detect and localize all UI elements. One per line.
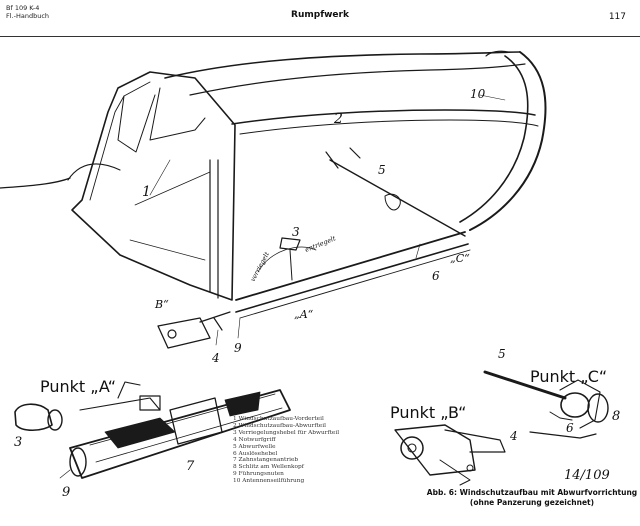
- point-a-marker: „A“: [294, 308, 314, 321]
- rear-bow-inner: [459, 55, 529, 223]
- point-c-marker: „C“: [450, 252, 470, 265]
- legend-item: 6 Auslösehebel: [233, 450, 278, 457]
- page-title: Rumpfwerk: [291, 10, 349, 20]
- point-b-bracket: [157, 317, 211, 349]
- callout-1: 1: [142, 184, 151, 200]
- detail-b-hub: [407, 443, 417, 453]
- fuselage-outline: [0, 177, 71, 189]
- canopy-side-rail: [231, 109, 536, 125]
- label-verriegelt: verriegelt: [249, 250, 271, 283]
- caption-line-1: Abb. 6: Windschutzaufbau mit Abwurfvorri…: [426, 488, 638, 497]
- legend-item: 1 Windschutzaufbau-Vorderteil: [233, 416, 324, 422]
- front-pane-right: [149, 87, 206, 141]
- front-pane-lower: [129, 171, 211, 261]
- legend-item: 10 Antennenseilführung: [233, 478, 305, 485]
- detail-c-callout-5: 5: [498, 347, 506, 361]
- callout-10: 10: [470, 87, 486, 101]
- document-code: Bf 109 K-4 Fl.-Handbuch: [6, 4, 49, 20]
- figure-number: 14/109: [564, 468, 610, 483]
- legend-item: 4 Notwurfgriff: [233, 436, 276, 443]
- leader-lines: [215, 94, 506, 346]
- detail-c-head: [587, 393, 609, 423]
- callout-4: 4: [211, 351, 220, 365]
- detail-b-lever: [439, 459, 471, 486]
- document-manual-line: Fl.-Handbuch: [6, 12, 50, 20]
- callout-6: 6: [432, 269, 440, 283]
- detail-a-callout-9: 9: [62, 485, 70, 500]
- detail-a-cylinder: [14, 403, 53, 432]
- detail-a-rail-end: [69, 447, 87, 477]
- legend-item: 7 Zahnstangenantrieb: [233, 457, 299, 464]
- page-number: 117: [608, 12, 626, 22]
- detail-c-cable: [529, 431, 597, 439]
- detail-b-handle: [444, 429, 506, 453]
- leader-9-detail: [59, 469, 71, 479]
- point-b-bolt: [167, 329, 177, 339]
- callout-5: 5: [378, 163, 386, 177]
- detail-a-rack-housing: [169, 397, 223, 445]
- detail-a-shaded-part: [104, 417, 176, 449]
- legend-item: 2 Windschutzaufbau-Abwurfteil: [233, 422, 326, 429]
- detail-c-title: Punkt „C“: [530, 367, 607, 386]
- sill-rail-bottom: [239, 249, 471, 319]
- caption-line-2: (ohne Panzerung gezeichnet): [469, 498, 595, 507]
- jettison-shaft: [329, 159, 466, 237]
- fuselage-spine: [67, 163, 121, 181]
- legend-item: 8 Schlitz am Wellenkopf: [233, 464, 304, 471]
- detail-c-shaft: [483, 370, 567, 400]
- point-b-lever: [199, 311, 231, 331]
- figure-caption: Abb. 6: Windschutzaufbau mit Abwurfvorri…: [426, 488, 638, 508]
- rear-bow-outer: [469, 51, 547, 231]
- detail-b-title: Punkt „B“: [390, 403, 466, 422]
- detail-a-bracket: [139, 395, 161, 411]
- front-pane-left: [117, 94, 156, 153]
- detail-b-wheel: [400, 436, 424, 460]
- canopy-side-rail-lower: [239, 119, 539, 135]
- detail-a-cylinder-end: [47, 409, 63, 431]
- callout-9: 9: [234, 341, 242, 355]
- sill-rail-lower: [235, 243, 469, 313]
- detail-b-callout-4: 4: [509, 429, 518, 443]
- detail-a-shaded-part-2: [224, 391, 261, 417]
- detail-c-release-lever: [549, 411, 573, 421]
- callout-2: 2: [333, 111, 343, 127]
- sill-rail-upper: [235, 231, 466, 301]
- legend-item: 3 Verriegelungshebel für Abwurfteil: [233, 429, 340, 436]
- shaft-bracket: [325, 147, 361, 169]
- callout-3: 3: [292, 225, 300, 239]
- canopy-inner-rail: [189, 63, 526, 96]
- detail-a-rail: [69, 389, 291, 479]
- front-frame-post: [209, 159, 219, 299]
- locking-lever-rod: [289, 249, 293, 281]
- detail-c-wellenkopf: [560, 392, 590, 418]
- detail-c-callout-8: 8: [612, 409, 620, 424]
- legend-item: 9 Führungsnuten: [233, 471, 284, 478]
- detail-a-title: Punkt „A“: [40, 377, 116, 396]
- parts-legend: 1 Windschutzaufbau-Vorderteil 2 Windschu…: [233, 416, 339, 485]
- detail-b-plate: [394, 424, 476, 476]
- leader-1: [149, 159, 171, 196]
- locking-arc: [257, 246, 317, 273]
- document-code-line: Bf 109 K-4: [6, 4, 40, 12]
- locking-lever: [279, 237, 301, 251]
- windscreen-front-inner: [89, 81, 151, 201]
- shaft-fitting: [384, 193, 401, 211]
- detail-a-linkage: [79, 381, 161, 411]
- detail-c-housing: [559, 379, 601, 429]
- detail-c-callout-6: 6: [566, 421, 574, 435]
- detail-a-callout-7: 7: [186, 459, 195, 474]
- windscreen-front-frame: [71, 71, 236, 301]
- legend-item: 5 Abwurfwelle: [233, 443, 276, 450]
- antenna-guide: [485, 50, 509, 57]
- label-entriegelt: entriegelt: [304, 234, 337, 254]
- detail-a-callout-3: 3: [14, 435, 22, 450]
- header-divider: [0, 36, 640, 37]
- detail-b-bolt: [466, 464, 474, 472]
- point-b-marker: B“: [154, 298, 169, 311]
